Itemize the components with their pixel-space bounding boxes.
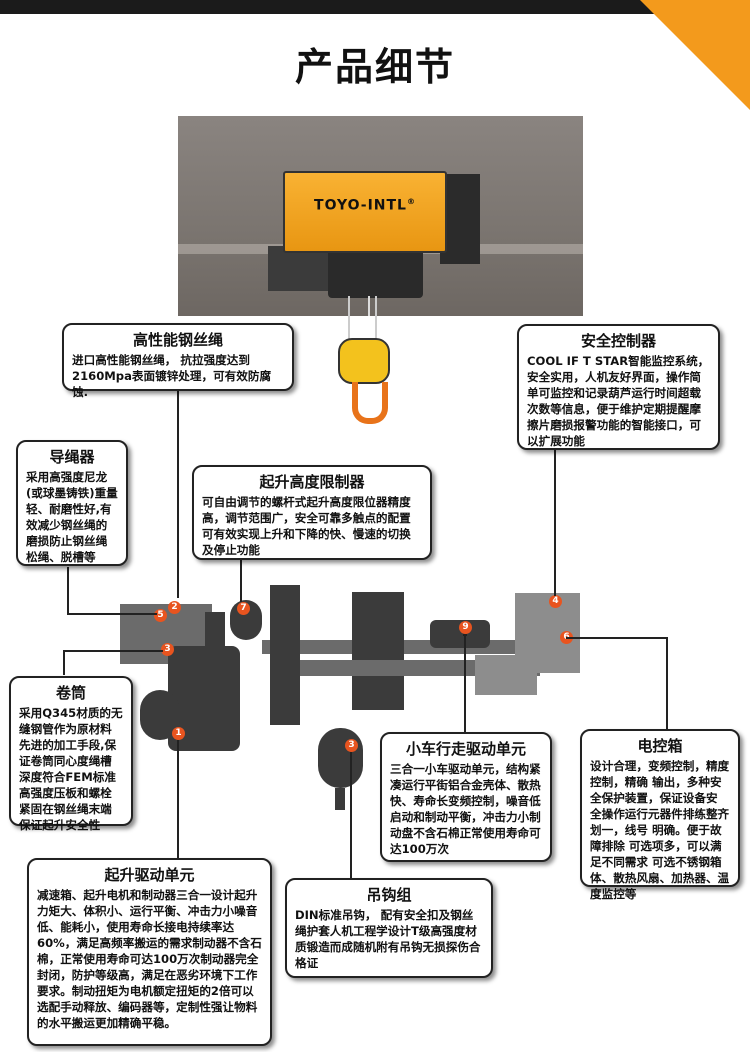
trolley-frame-left (270, 585, 300, 725)
leader-line (566, 637, 666, 639)
callout-body: COOL IF T STAR智能监控系统，安全实用，人机友好界面，操作简单可监控… (527, 354, 710, 448)
callout-body: 减速箱、起升电机和制动器三合一设计起升力矩大、体积小、运行平衡、冲击力小噪音低、… (37, 888, 262, 1030)
callout-body: 可自由调节的螺杆式起升高度限位器精度高，调节范围广，安全可靠多触点的配置可有效实… (202, 495, 411, 557)
leader-line (554, 450, 556, 596)
callout-safety-controller: 安全控制器 COOL IF T STAR智能监控系统，安全实用，人机友好界面，操… (517, 324, 720, 450)
callout-body: 进口高性能钢丝绳， 抗拉强度达到2160Mpa表面镀锌处理，可有效防腐蚀. (72, 353, 272, 399)
top-bar (0, 0, 750, 14)
callout-wire-rope: 高性能钢丝绳 进口高性能钢丝绳， 抗拉强度达到2160Mpa表面镀锌处理，可有效… (62, 323, 294, 399)
leader-line (177, 740, 179, 858)
callout-title: 电控箱 (637, 737, 683, 755)
wire-rope (368, 296, 370, 316)
marker-4: 4 (549, 595, 562, 608)
leader-line (350, 752, 352, 878)
marker-1: 1 (172, 727, 185, 740)
callout-title: 起升驱动单元 (104, 866, 195, 884)
leader-line (666, 637, 668, 729)
wire-rope (375, 296, 377, 340)
callout-title: 小车行走驱动单元 (405, 740, 526, 758)
hook-icon (352, 382, 388, 424)
callout-title: 起升高度限制器 (259, 473, 365, 491)
leader-line (177, 388, 179, 598)
callout-title: 卷筒 (55, 684, 86, 702)
callout-title: 吊钩组 (366, 886, 412, 904)
leader-line (240, 560, 242, 602)
callout-hook-block: 吊钩组 DIN标准吊钩， 配有安全扣及钢丝绳护套人机工程学设计T级高强度材质锻造… (285, 878, 493, 978)
marker-7: 7 (237, 602, 250, 615)
leader-line (63, 650, 65, 675)
callout-body: 设计合理，变频控制，精度控制，精确 输出，多种安全保护装置，保证设备安 全操作运… (590, 759, 730, 901)
leader-line (67, 567, 69, 613)
page-title: 产品细节 (294, 45, 455, 89)
wire-rope (348, 296, 350, 340)
hoist-motor (328, 248, 423, 298)
leader-line (63, 650, 163, 652)
callout-body: DIN标准吊钩， 配有安全扣及钢丝绳护套人机工程学设计T级高强度材质锻造而成随机… (295, 908, 481, 970)
marker-3b: 3 (345, 739, 358, 752)
marker-9: 9 (459, 621, 472, 634)
callout-trolley-drive: 小车行走驱动单元 三合一小车驱动单元，结构紧凑运行平街铝合金壳体、散热快、寿命长… (380, 732, 552, 862)
leader-line (67, 613, 157, 615)
callout-title: 高性能钢丝绳 (132, 331, 223, 349)
callout-height-limiter: 起升高度限制器 可自由调节的螺杆式起升高度限位器精度高，调节范围广，安全可靠多触… (192, 465, 432, 560)
callout-drum: 卷筒 采用Q345材质的无缝钢管作为原材料先进的加工手段,保证卷筒同心度绳槽深度… (9, 676, 133, 832)
product-photo: TOYO-INTL® (178, 116, 583, 316)
callout-body: 三合一小车驱动单元，结构紧凑运行平街铝合金壳体、散热快、寿命长变频控制，噪音低启… (390, 762, 541, 856)
callout-body: 采用Q345材质的无缝钢管作为原材料先进的加工手段,保证卷筒同心度绳槽深度符合F… (19, 706, 123, 832)
callout-title: 安全控制器 (580, 332, 656, 350)
gearbox (268, 246, 328, 291)
hook-block (338, 338, 390, 384)
marker-3: 3 (161, 643, 174, 656)
corner-decoration (640, 0, 750, 110)
hook-shank (335, 788, 345, 810)
callout-rope-guide: 导绳器 采用高强度尼龙(或球墨铸铁)重量轻、耐磨性好,有效减少钢丝绳的磨损防止钢… (16, 440, 128, 566)
brand-logo: TOYO-INTL® (314, 197, 416, 214)
callout-electric-box: 电控箱 设计合理，变频控制，精度控制，精确 输出，多种安全保护装置，保证设备安 … (580, 729, 740, 901)
leader-line (464, 634, 466, 732)
hoist-body: TOYO-INTL® (283, 171, 447, 253)
marker-2: 2 (168, 601, 181, 614)
marker-5: 5 (154, 609, 167, 622)
callout-hoist-drive: 起升驱动单元 减速箱、起升电机和制动器三合一设计起升力矩大、体积小、运行平衡、冲… (27, 858, 272, 1046)
callout-body: 采用高强度尼龙(或球墨铸铁)重量轻、耐磨性好,有效减少钢丝绳的磨损防止钢丝绳松绳… (26, 470, 118, 564)
trolley-frame-mid (352, 592, 404, 710)
callout-title: 导绳器 (49, 448, 95, 466)
hook-sheave (318, 728, 363, 788)
